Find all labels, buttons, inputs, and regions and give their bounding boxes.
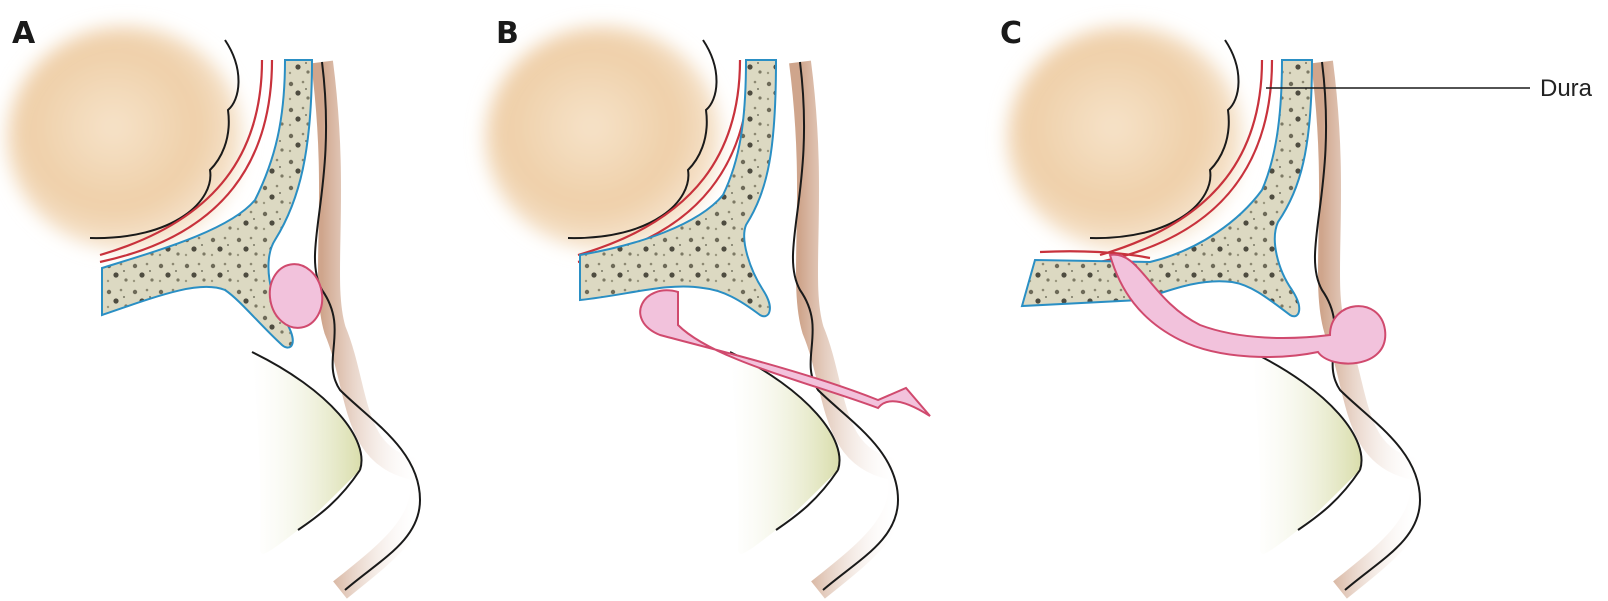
- panel-c: [1007, 26, 1530, 590]
- panel-label-b: B: [496, 16, 519, 51]
- panel-label-c: C: [1000, 16, 1022, 51]
- panel-a: [7, 26, 422, 590]
- dura-label: Dura: [1540, 75, 1592, 103]
- panel-label-a: A: [12, 16, 35, 51]
- panel-b: [485, 26, 930, 590]
